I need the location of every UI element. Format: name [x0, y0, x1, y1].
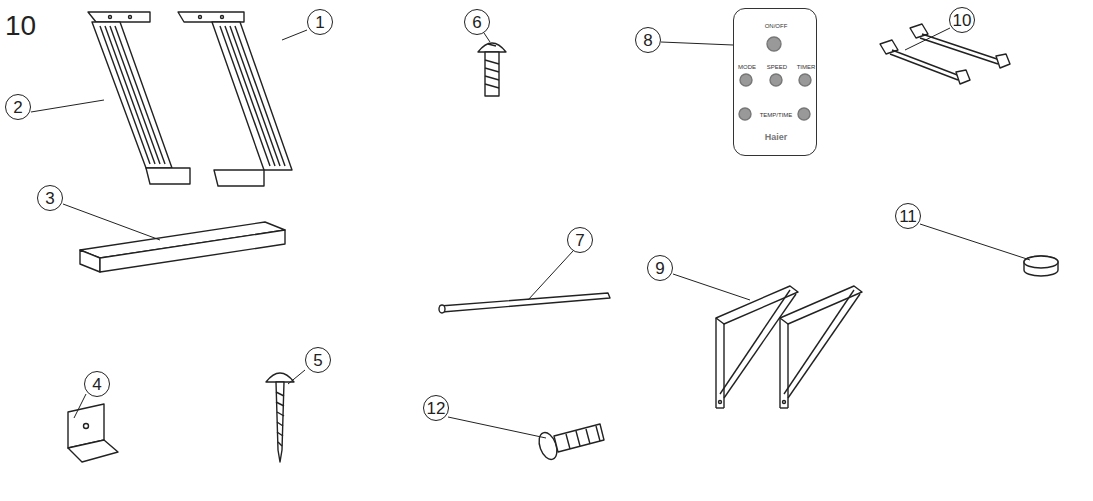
callout-circle: 10: [949, 7, 975, 33]
callout-number: 11: [899, 208, 917, 225]
step-number: 10: [5, 12, 36, 40]
frame-panel: [178, 12, 292, 186]
callout-number: 7: [575, 232, 584, 249]
callout-circle: 9: [647, 255, 673, 281]
callout-circle: 4: [84, 371, 110, 397]
callout-number: 9: [655, 260, 664, 277]
machine-screw: [536, 424, 604, 462]
button-label: MODE: [738, 64, 756, 70]
callout-circle: 12: [423, 395, 449, 421]
leader-lines: [31, 28, 1030, 438]
callout-number: 3: [45, 190, 54, 207]
rubber-disk: [1024, 256, 1058, 276]
callout-circle: 11: [895, 203, 921, 229]
callout-number: 1: [315, 14, 324, 31]
button-label: SPEED: [767, 64, 787, 70]
callout-number: 12: [427, 400, 446, 417]
remote-control: ON/OFF MODE SPEED TIMER TEMP/TIME Haier: [733, 8, 817, 156]
frame-panel: [88, 12, 190, 184]
callout-circle: 3: [37, 185, 63, 211]
callout-number: 6: [472, 14, 481, 31]
callout-number: 2: [13, 99, 22, 116]
wood-screw: [266, 373, 294, 462]
foam-bar: [80, 222, 285, 272]
button-label: ON/OFF: [765, 23, 788, 29]
bolt-set: [880, 24, 1010, 84]
callout-circle: 2: [5, 94, 31, 120]
callout-circle: 1: [307, 9, 333, 35]
callout-number: 10: [953, 12, 972, 29]
callout-number: 8: [643, 32, 652, 49]
rail-strip: [439, 293, 610, 313]
button-label: TEMP/TIME: [760, 112, 793, 118]
callout-circle: 6: [464, 9, 490, 35]
support-bracket: [716, 286, 862, 408]
remote-buttons: [739, 37, 811, 120]
l-bracket: [68, 404, 118, 462]
callout-number: 5: [313, 352, 322, 369]
button-label: Haier: [765, 133, 788, 142]
callout-number: 4: [92, 376, 101, 393]
callout-circle: 8: [635, 27, 661, 53]
callout-circle: 5: [305, 347, 331, 373]
machine-screw: [478, 43, 506, 96]
button-label: TIMER: [797, 64, 816, 70]
callout-circle: 7: [567, 227, 593, 253]
